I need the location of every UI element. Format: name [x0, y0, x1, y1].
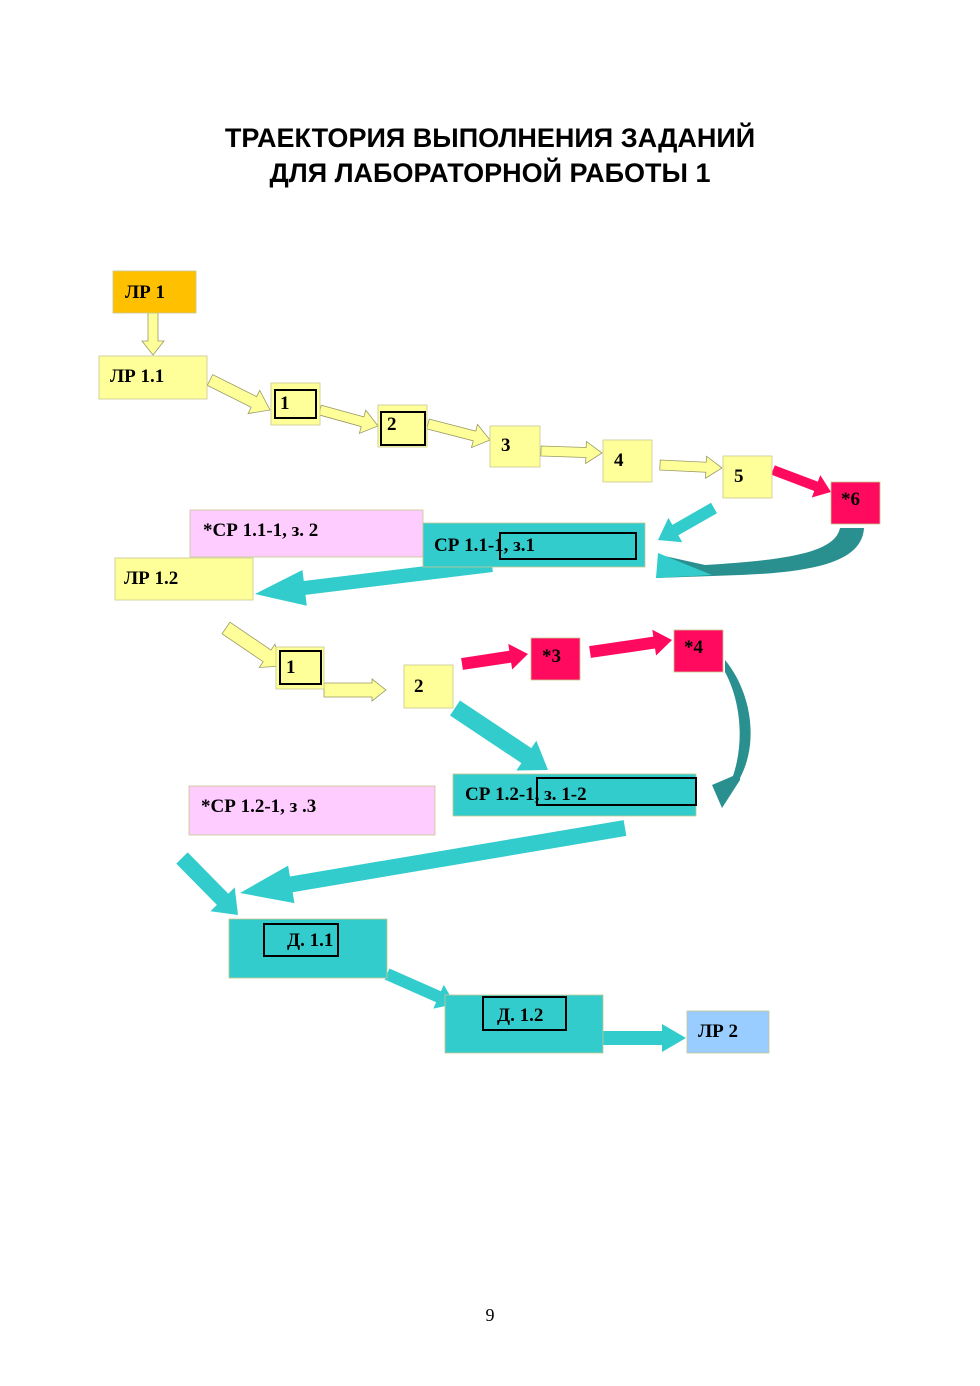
- arrow-lr1-to-lr11: [141, 312, 165, 356]
- arrow-3-to-4: [540, 440, 603, 465]
- arrow-2-to-3: [426, 418, 491, 449]
- node-label: 5: [734, 466, 744, 487]
- node-label: 4: [614, 450, 624, 471]
- arrow-lr12-to-1: [221, 621, 283, 668]
- node-lr1: ЛР 1: [112, 270, 197, 314]
- title-line-1: ТРАЕКТОРИЯ ВЫПОЛНЕНИЯ ЗАДАНИЙ: [224, 123, 756, 153]
- node-label: *СР 1.2-1, з .3: [201, 796, 316, 817]
- node-label: 2: [414, 676, 424, 697]
- curved-arrow-head: [656, 553, 712, 578]
- node-d12: Д. 1.2: [444, 994, 604, 1054]
- node-u4: *4: [673, 629, 724, 673]
- node-label: *3: [542, 646, 561, 667]
- arrow-sr123-to-d11: [176, 852, 238, 915]
- node-label: 2: [387, 414, 397, 435]
- arrow-4-to-5: [659, 455, 723, 479]
- node-lr2: ЛР 2: [686, 1010, 770, 1054]
- arrow-1-to-2b: [323, 678, 387, 702]
- arrow-d12-to-lr2: [603, 1024, 686, 1052]
- node-label: 1: [280, 393, 290, 414]
- node-t3: 3: [489, 425, 541, 468]
- node-label: ЛР 1.2: [124, 568, 178, 589]
- node-label: СР 1.2-1, з. 1-2: [465, 784, 587, 805]
- node-label: 3: [501, 435, 511, 456]
- node-t6: *6: [830, 481, 881, 525]
- node-label: Д. 1.1: [287, 930, 333, 951]
- arrow-to-sr11: [658, 502, 717, 543]
- node-sr11_2: *СР 1.1-1, з. 2: [189, 509, 424, 558]
- node-lr11: ЛР 1.1: [98, 355, 208, 400]
- node-u1: 1: [275, 646, 325, 690]
- node-label: СР 1.1-1, з.1: [434, 535, 535, 556]
- node-sr11_1: СР 1.1-1, з.1: [422, 522, 646, 568]
- arrow-sr12-to-d11: [240, 820, 627, 904]
- node-t5: 5: [722, 455, 773, 499]
- node-sr12_12: СР 1.2-1, з. 1-2: [452, 773, 697, 817]
- curved-arrow-4-to-sr12: [712, 660, 751, 808]
- node-label: 1: [286, 657, 296, 678]
- title-line-2: ДЛЯ ЛАБОРАТОРНОЙ РАБОТЫ 1: [269, 158, 711, 188]
- node-label: *СР 1.1-1, з. 2: [203, 520, 318, 541]
- page-number: 9: [485, 1305, 495, 1325]
- node-d11: Д. 1.1: [228, 918, 388, 979]
- arrow-3-to-4b: [589, 629, 672, 658]
- arrow-sr11-to-lr12: [255, 558, 493, 606]
- node-label: *4: [684, 637, 704, 658]
- node-label: Д. 1.2: [497, 1005, 543, 1026]
- arrow-d11-to-d12: [384, 968, 455, 1009]
- node-label: ЛР 2: [698, 1021, 738, 1042]
- node-t4: 4: [602, 439, 653, 483]
- node-sr12_3: *СР 1.2-1, з .3: [188, 785, 436, 836]
- curved-arrow-6-to-sr11: [656, 528, 864, 578]
- arrow-2-to-sr12: [450, 700, 548, 771]
- arrow-1-to-2: [318, 404, 379, 434]
- node-t1: 1: [270, 382, 321, 426]
- node-label: ЛР 1: [125, 282, 165, 303]
- node-u2: 2: [403, 664, 454, 709]
- node-lr12: ЛР 1.2: [114, 557, 254, 601]
- node-u3: *3: [530, 637, 581, 681]
- arrow-5-to-6: [771, 465, 831, 498]
- node-t2: 2: [377, 404, 428, 448]
- arrow-2-to-3b: [461, 643, 528, 670]
- node-label: *6: [841, 489, 860, 510]
- node-label: ЛР 1.1: [110, 366, 164, 387]
- arrow-lr11-to-1: [206, 374, 271, 415]
